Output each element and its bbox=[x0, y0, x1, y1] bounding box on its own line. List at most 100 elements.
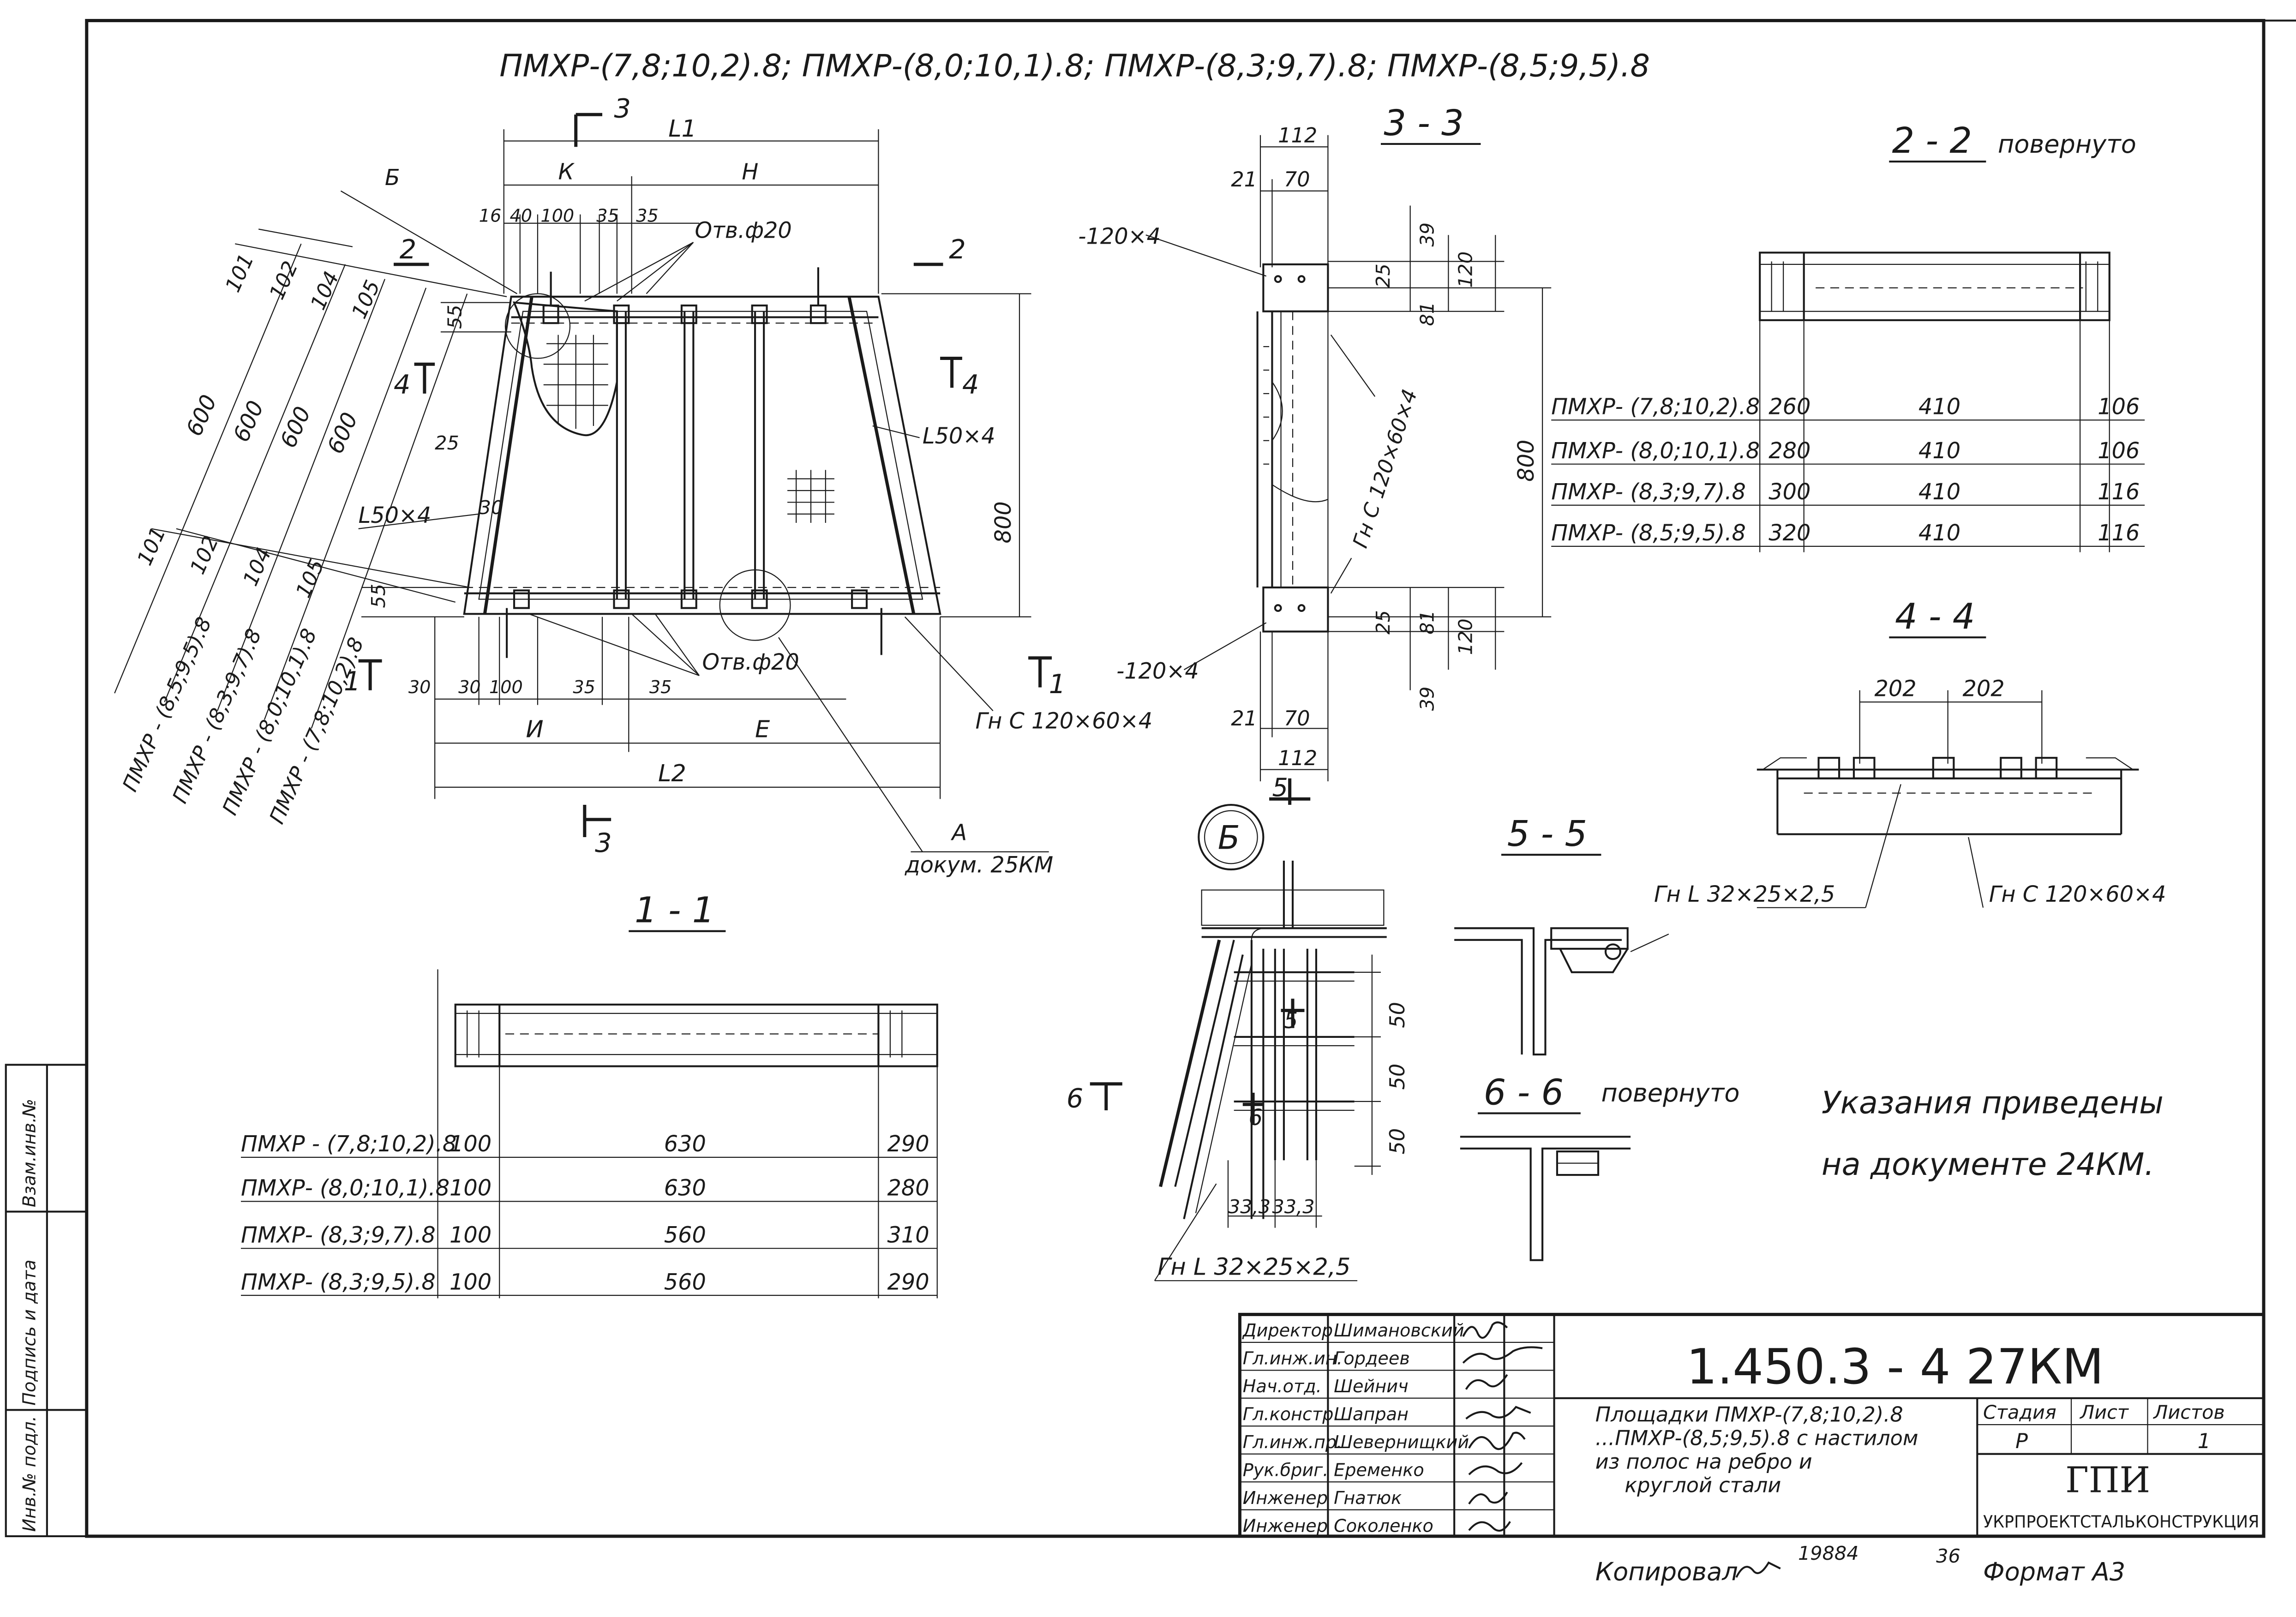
left-mid-600a: 600 bbox=[182, 391, 222, 440]
s33-height-800: 800 bbox=[1514, 440, 1539, 482]
section-22-subtitle: повернуто bbox=[1998, 130, 2136, 159]
s33-dim-70-bottom: 70 bbox=[1284, 707, 1310, 731]
sig-name-7: Соколенко bbox=[1334, 1516, 1433, 1536]
title-block-code: 1.450.3 - 4 27КМ bbox=[1686, 1339, 2104, 1395]
sig-name-4: Шевернищкий bbox=[1334, 1432, 1469, 1453]
grating-detail-left bbox=[512, 301, 618, 437]
title-sheet-header: Лист bbox=[2079, 1401, 2129, 1423]
s33-r-39-bottom: 39 bbox=[1416, 687, 1439, 711]
s22-r0-label: ПМХР- (7,8;10,2).8 bbox=[1551, 394, 1760, 419]
s11-r3-b: 560 bbox=[664, 1270, 706, 1295]
s33-dim-70-top: 70 bbox=[1284, 168, 1310, 192]
section-1-1: 1 - 1 ПМХР - (7,8;10,2).8 100 630 bbox=[241, 890, 938, 1299]
detailB-v-50a: 50 bbox=[1385, 1002, 1409, 1028]
dim-top-100: 100 bbox=[540, 206, 574, 227]
drawing-header: ПМХР-(7,8;10,2).8; ПМХР-(8,0;10,1).8; ПМ… bbox=[499, 48, 1650, 84]
detailB-cut-6: 6 bbox=[1249, 1105, 1263, 1131]
s11-r1-c: 280 bbox=[887, 1176, 929, 1201]
section-33-title: 3 - 3 bbox=[1384, 103, 1463, 144]
dim-top-16: 16 bbox=[479, 206, 502, 227]
footer-year: 19884 bbox=[1798, 1542, 1859, 1564]
dim-bottom-30b: 30 bbox=[458, 677, 481, 698]
callout-B: Б bbox=[385, 165, 400, 191]
dim-30: 30 bbox=[479, 497, 504, 519]
dim-top-35b: 35 bbox=[636, 206, 659, 227]
s22-r0-b: 410 bbox=[1918, 394, 1960, 419]
s22-r1-b: 410 bbox=[1918, 438, 1960, 464]
left-top-102: 102 bbox=[265, 258, 303, 303]
dim-top-35a: 35 bbox=[596, 206, 619, 227]
s44-channel: Гн С 120×60×4 bbox=[1989, 882, 2166, 907]
s22-r1-a: 280 bbox=[1768, 438, 1810, 464]
left-top-101: 101 bbox=[221, 250, 258, 296]
side-stamp-vzam: Взам.инв.№ bbox=[19, 1099, 40, 1207]
side-stamp: Инв.№ подл. Подпись и дата Взам.инв.№ bbox=[19, 1099, 40, 1532]
cut-mark-2-right: 2 bbox=[949, 234, 965, 265]
s33-cut-5: 5 bbox=[1272, 773, 1288, 802]
title-desc-2: ...ПМХР-(8,5;9,5).8 с настилом bbox=[1595, 1426, 1918, 1450]
hole-label-bottom: Отв.ф20 bbox=[702, 650, 799, 675]
s11-r0-a: 100 bbox=[450, 1132, 492, 1157]
left-low-102: 102 bbox=[186, 532, 223, 578]
section-22-title: 2 - 2 bbox=[1892, 120, 1972, 162]
left-label-4: ПМХР - (7,8;10,2).8 bbox=[265, 634, 369, 827]
s11-r0-b: 630 bbox=[664, 1132, 706, 1157]
s22-r1-label: ПМХР- (8,0;10,1).8 bbox=[1551, 438, 1760, 464]
left-mid-600d: 600 bbox=[323, 409, 363, 458]
footer-format: Формат А3 bbox=[1983, 1557, 2125, 1586]
section-4-4: 4 - 4 202 202 Гн L 32×25×2,5 Г bbox=[1654, 596, 2166, 908]
drawing-frame bbox=[5, 19, 2296, 1538]
callout-A-doc: докум. 25КМ bbox=[905, 852, 1053, 878]
left-mid-600c: 600 bbox=[276, 403, 316, 452]
footer: Копировал 19884 36 Формат А3 bbox=[1595, 1542, 2125, 1587]
dim-K: К bbox=[558, 159, 575, 185]
sig-role-4: Гл.инж.пр. bbox=[1243, 1432, 1343, 1453]
s22-r0-c: 106 bbox=[2098, 394, 2140, 419]
cut-mark-1-left: 1 bbox=[344, 666, 360, 697]
sig-role-1: Гл.инж.ин. bbox=[1243, 1349, 1343, 1369]
s22-r1-c: 106 bbox=[2098, 438, 2140, 464]
s11-r2-a: 100 bbox=[450, 1222, 492, 1248]
sig-role-7: Инженер bbox=[1243, 1516, 1328, 1536]
s11-r3-label: ПМХР- (8,3;9,5).8 bbox=[241, 1270, 436, 1295]
sig-name-3: Шапран bbox=[1334, 1405, 1409, 1425]
s33-dim-112-top: 112 bbox=[1278, 124, 1317, 148]
s22-r3-c: 116 bbox=[2098, 521, 2140, 546]
s22-r3-a: 320 bbox=[1768, 521, 1810, 546]
s33-plate-top: -120×4 bbox=[1078, 224, 1161, 249]
s44-dim-202b: 202 bbox=[1962, 677, 2004, 702]
s11-r3-a: 100 bbox=[450, 1270, 492, 1295]
s11-r0-label: ПМХР - (7,8;10,2).8 bbox=[241, 1132, 456, 1157]
sig-name-2: Шейнич bbox=[1334, 1377, 1409, 1397]
s44-dim-202a: 202 bbox=[1874, 677, 1916, 702]
footer-num: 36 bbox=[1936, 1545, 1960, 1567]
detailB-angle: Гн L 32×25×2,5 bbox=[1157, 1253, 1350, 1281]
grating-detail-center bbox=[787, 470, 834, 523]
sig-name-1: Гордеев bbox=[1334, 1349, 1410, 1369]
dim-bottom-35b: 35 bbox=[649, 677, 672, 698]
s44-angle: Гн L 32×25×2,5 bbox=[1654, 882, 1835, 907]
footer-copied: Копировал bbox=[1595, 1557, 1738, 1586]
s33-dim-112-bottom: 112 bbox=[1278, 746, 1317, 770]
left-top-105: 105 bbox=[347, 276, 385, 322]
sig-role-2: Нач.отд. bbox=[1243, 1377, 1322, 1397]
s33-dim-21-bottom: 21 bbox=[1231, 707, 1257, 731]
dim-E: Е bbox=[755, 716, 770, 743]
s22-r0-a: 260 bbox=[1768, 394, 1810, 419]
title-sheets-value: 1 bbox=[2198, 1429, 2211, 1453]
sig-name-6: Гнатюк bbox=[1334, 1488, 1402, 1509]
cut-mark-4-left: 4 bbox=[394, 369, 410, 400]
cut-mark-3-top: 3 bbox=[614, 93, 630, 124]
s22-r2-c: 116 bbox=[2098, 479, 2140, 505]
title-desc-1: Площадки ПМХР-(7,8;10,2).8 bbox=[1595, 1403, 1903, 1427]
left-low-101: 101 bbox=[132, 523, 170, 569]
s11-r0-c: 290 bbox=[887, 1132, 929, 1157]
section-66-title: 6 - 6 bbox=[1484, 1072, 1564, 1113]
s11-r1-a: 100 bbox=[450, 1176, 492, 1201]
hole-label-top: Отв.ф20 bbox=[695, 218, 792, 244]
section-6-6: 6 - 6 повернуто bbox=[1460, 1072, 1739, 1261]
s33-dim-21-top: 21 bbox=[1231, 168, 1257, 192]
s11-r2-label: ПМХР- (8,3;9,7).8 bbox=[241, 1222, 436, 1248]
s22-r2-a: 300 bbox=[1768, 479, 1810, 505]
s11-r2-b: 560 bbox=[664, 1222, 706, 1248]
